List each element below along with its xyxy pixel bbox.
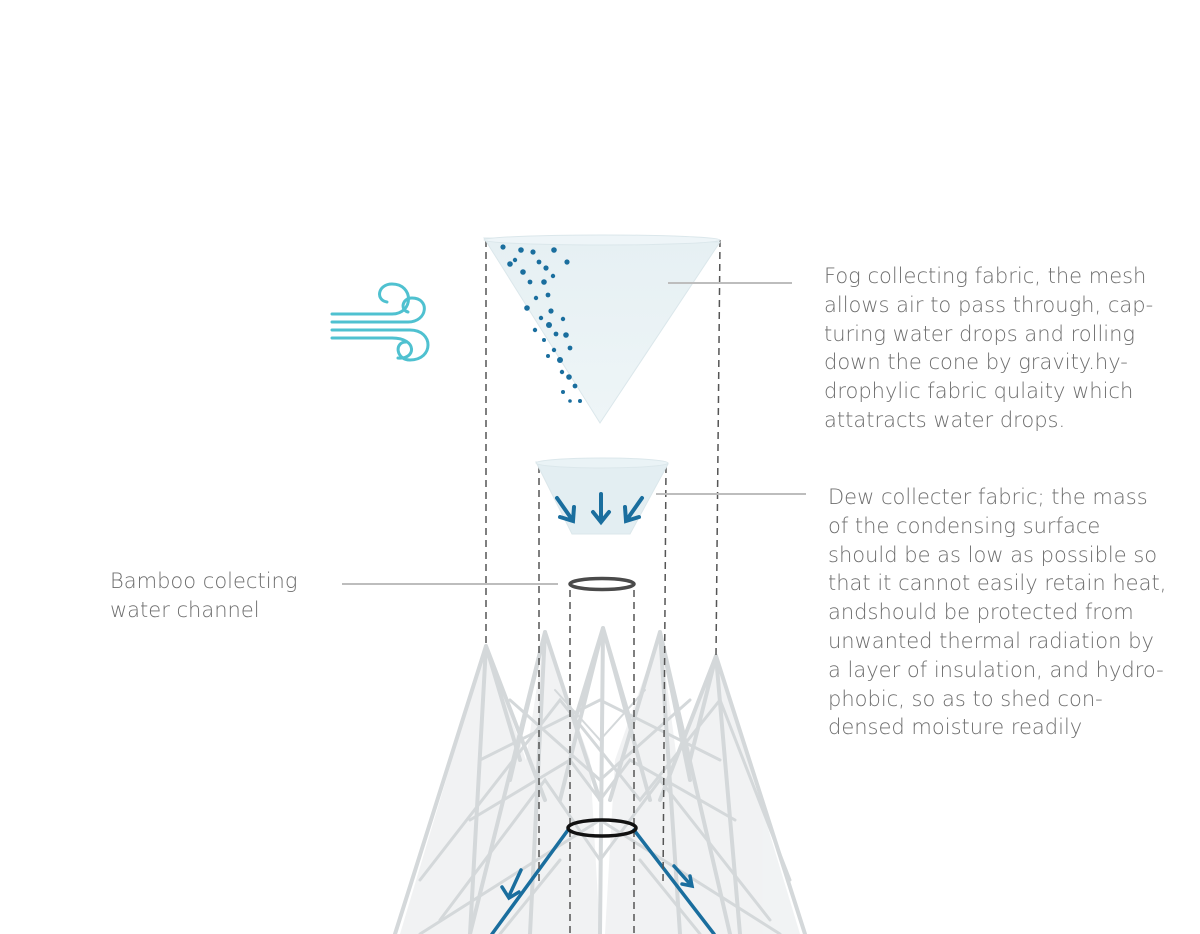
arrow-down-icon <box>672 864 695 889</box>
dew-fabric-line: densed moisture readily <box>828 715 1083 740</box>
dew-fabric-line: unwanted thermal radiation by <box>828 628 1154 653</box>
fog-fabric-line: attatracts water drops. <box>824 407 1066 432</box>
bamboo-channel-line: Bamboo colecting <box>110 569 298 593</box>
dew-fabric-line: of the condensing surface <box>828 513 1101 538</box>
fog-fabric-annotation: Fog collecting fabric, the mesh allows a… <box>824 262 1153 435</box>
bamboo-channel-ring-bottom <box>566 818 638 838</box>
dew-fabric-line: a layer of insulation, and hydro- <box>828 657 1164 682</box>
bamboo-channel-line: water channel <box>110 597 260 622</box>
leader-lines <box>342 282 806 585</box>
dew-fabric-line: phobic, so as to shed con- <box>828 686 1103 711</box>
bamboo-channel-ring-top <box>568 576 636 592</box>
wind-icon <box>330 282 430 362</box>
fog-fabric-line: turing water drops and rolling <box>824 321 1136 346</box>
fog-fabric-line: Fog collecting fabric, the mesh <box>824 264 1147 288</box>
fog-fabric-line: down the cone by gravity.hy- <box>824 350 1128 375</box>
arrow-down-icon <box>500 868 523 901</box>
lattice-structure <box>393 626 807 934</box>
fog-collecting-cone <box>483 234 721 424</box>
bamboo-channel-annotation: Bamboo colecting water channel <box>110 567 297 625</box>
dashed-guides <box>485 239 721 934</box>
dew-fabric-line: that it cannot easily retain heat, <box>828 571 1167 596</box>
fog-fabric-line: drophylic fabric qulaity which <box>824 379 1134 404</box>
arrow-down-icon <box>623 496 644 524</box>
dew-fabric-annotation: Dew collecter fabric; the mass of the co… <box>828 483 1166 742</box>
arrow-down-icon <box>555 496 576 524</box>
drainage-channels <box>490 828 716 934</box>
dew-fabric-line: should be as low as possible so <box>828 542 1158 567</box>
dew-fabric-line: Dew collecter fabric; the mass <box>828 485 1148 509</box>
arrow-down-icon <box>591 492 611 526</box>
fog-fabric-line: allows air to pass through, cap- <box>824 292 1154 317</box>
water-drop-icon <box>500 244 582 403</box>
dew-fabric-line: andshould be protected from <box>828 600 1134 625</box>
